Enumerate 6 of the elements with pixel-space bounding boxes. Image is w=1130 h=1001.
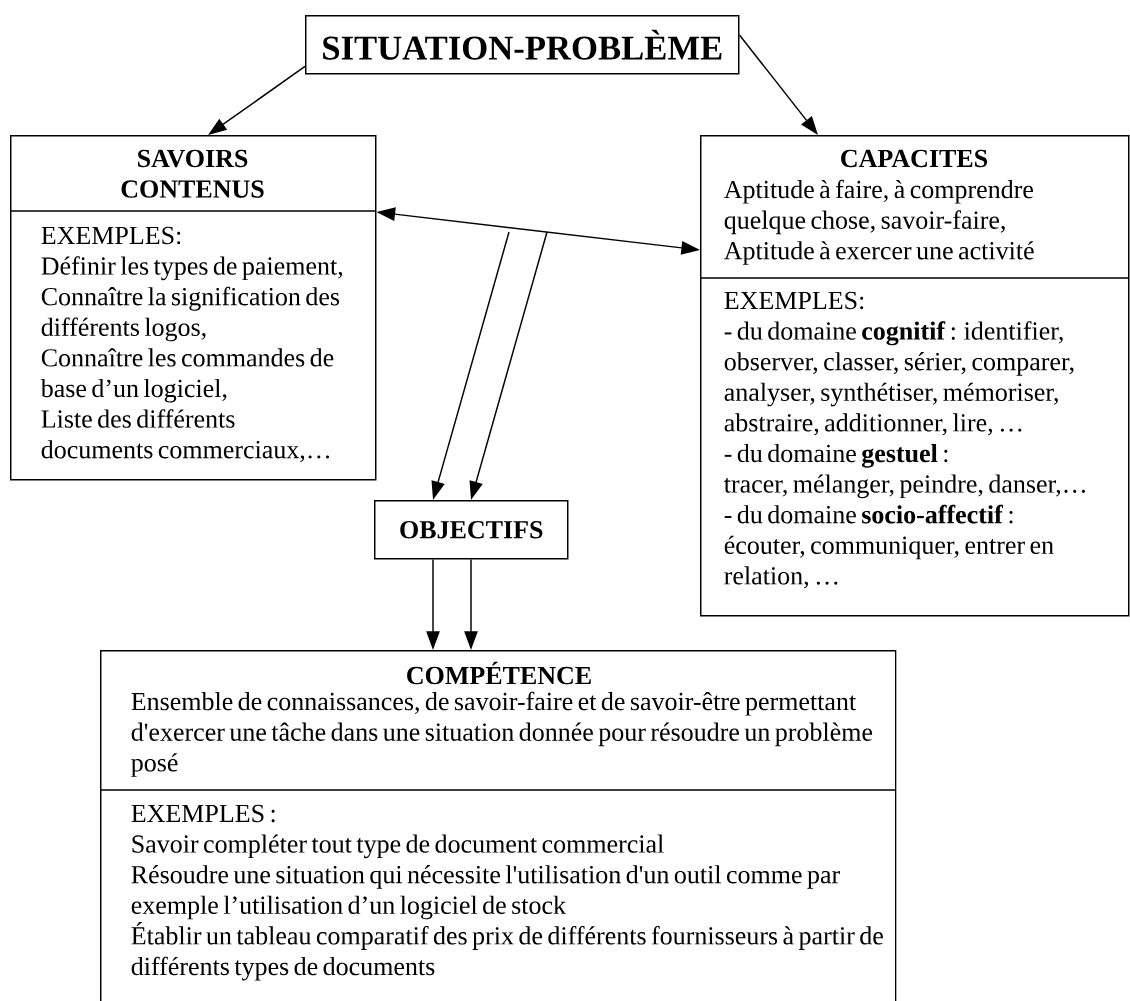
arrow xyxy=(738,34,818,135)
concept-box: OBJECTIFS xyxy=(374,500,569,560)
concept-box: COMPÉTENCE Ensemble de connaissances, de savoir-faire et de savoir-être permettant d'exercer une tâche dans une situation donnée pour résoudre un problème posé EXEMPLES : Savoir compléter tout type de document commercial Résoudre une situation qui nécessite l'utilisation d'un outil comme par exemple l’utilisation d’un logiciel de stock Établir un tableau comparatif des prix de différents fournisseurs à partir de différents types de documents xyxy=(99,650,897,1001)
concept-box: CAPACITES Aptitude à faire, à comprendre quelque chose, savoir-faire, Aptitude à exercer une activité EXEMPLES: - du domaine cognitif : identifier, observer, classer, sérier, comparer, analyser, synthétiser, mémoriser, abstraire, additionner, lire, … - du domaine gestuel : tracer, mélanger, peindre, danser,… - du domaine socio-affectif : écouter, communiquer, entrer en relation, … xyxy=(699,135,1130,617)
concept-box: SITUATION-PROBLÈME xyxy=(305,15,740,75)
concept-box: SAVOIRS CONTENUS EXEMPLES: Définir les types de paiement, Connaître la signification des différents logos, Connaître les commandes de base d’un logiciel, Liste des différents documents commerciaux,… xyxy=(9,135,377,481)
